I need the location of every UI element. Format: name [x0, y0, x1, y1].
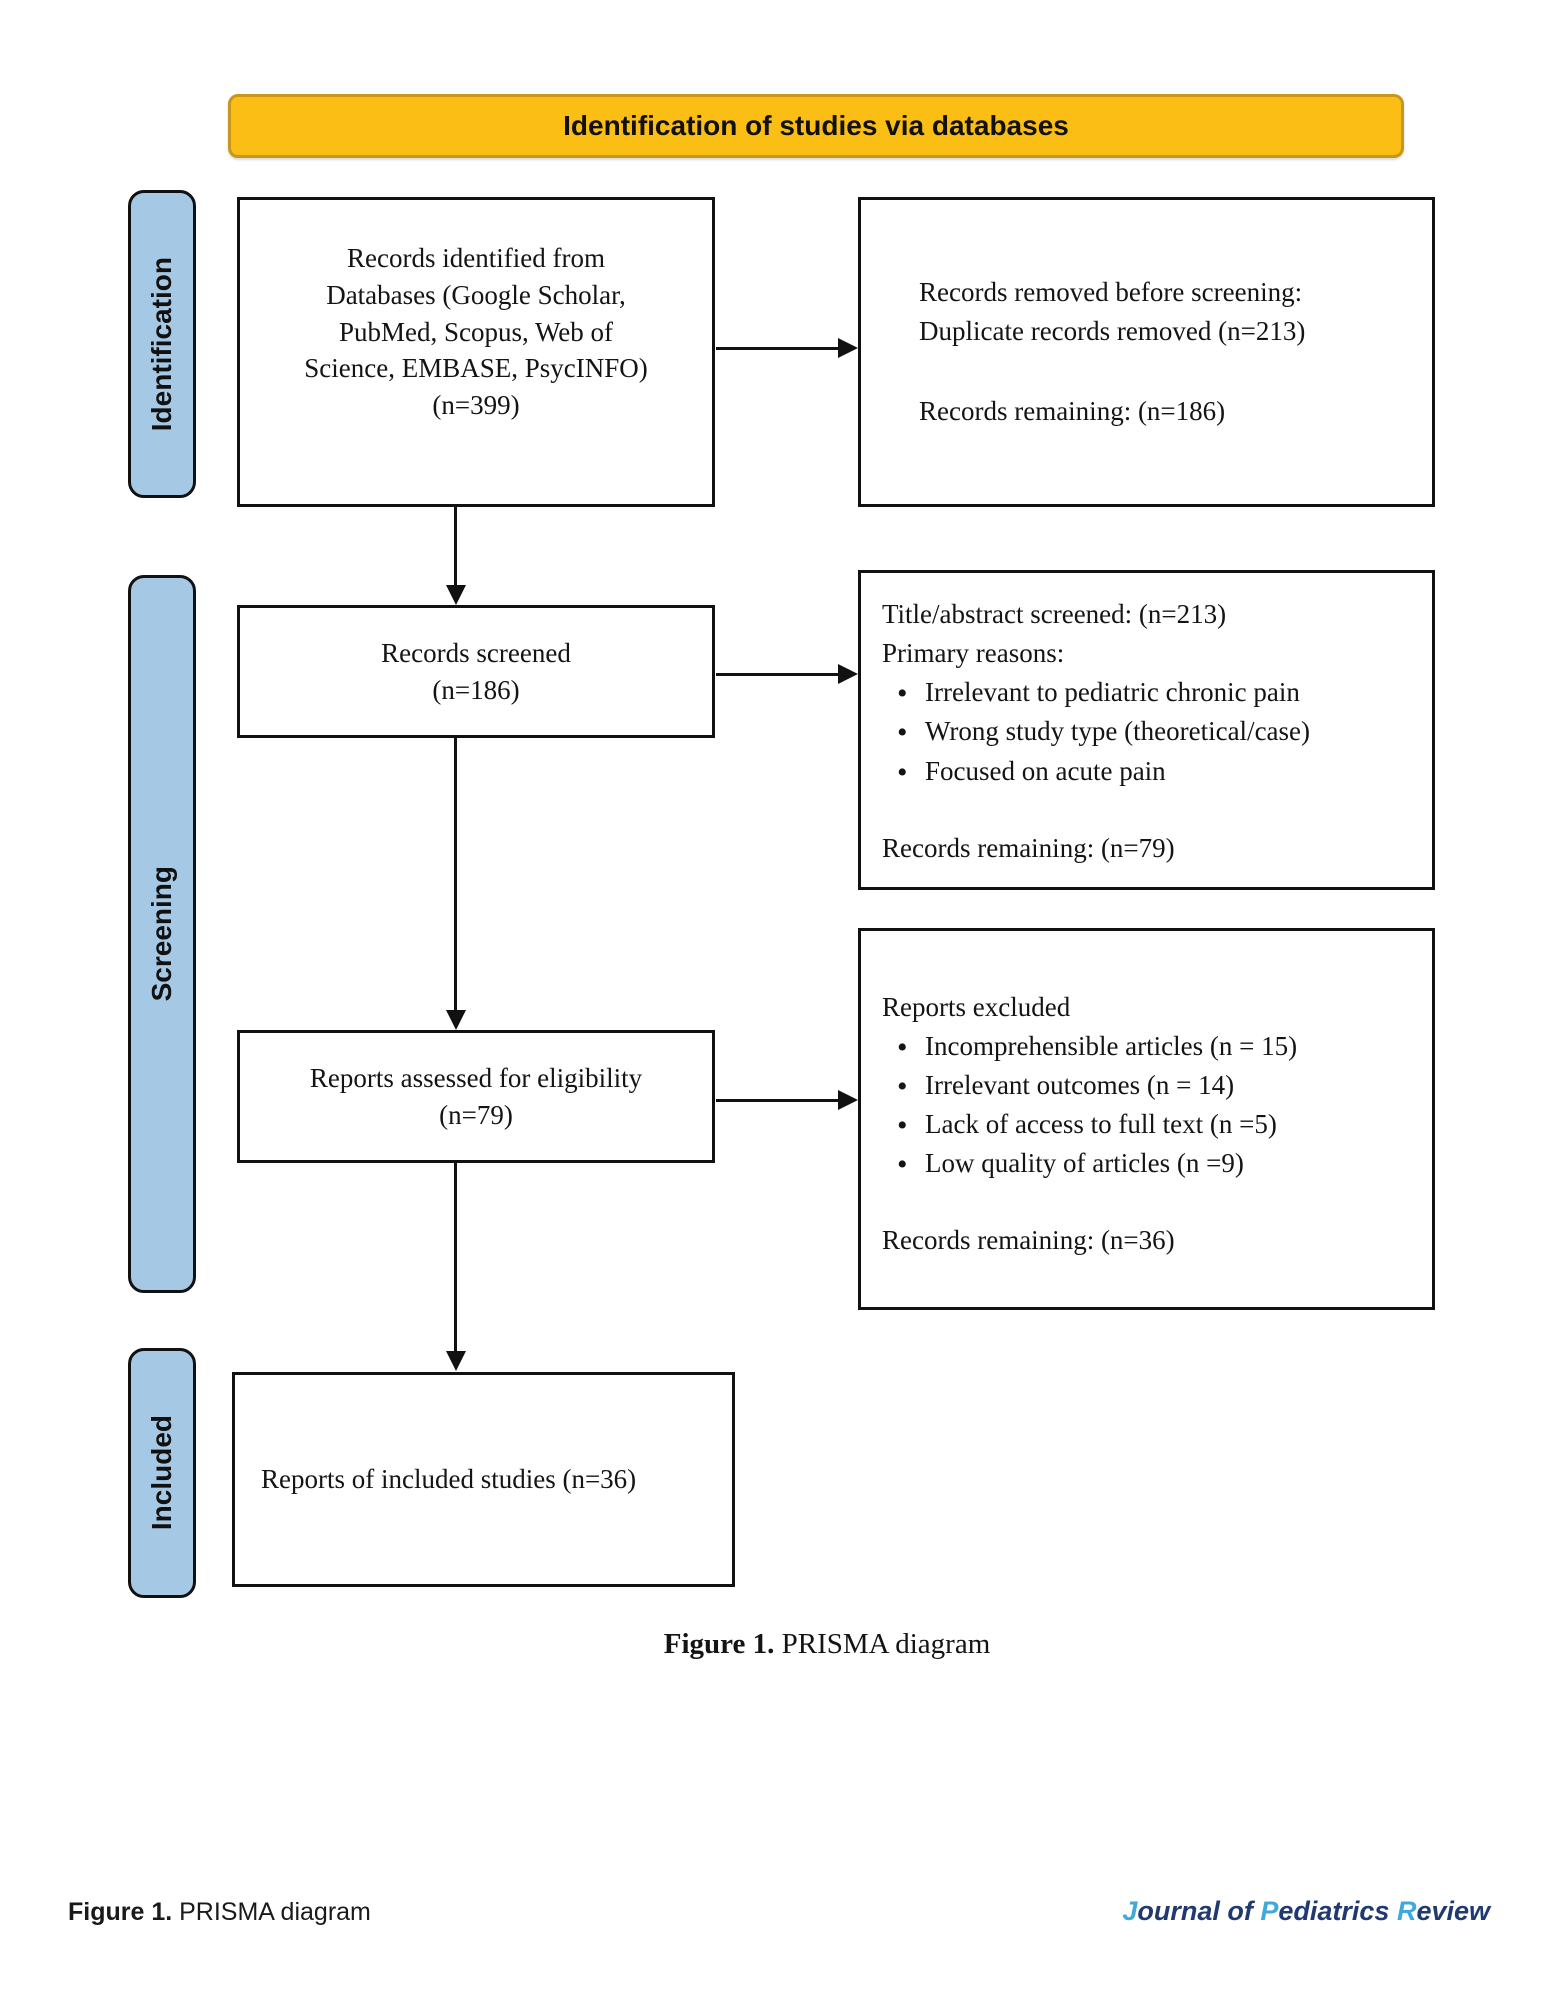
figure-caption-label: Figure 1.	[663, 1628, 775, 1660]
reports-assessed-label: Reports assessed for eligibility	[309, 1062, 643, 1093]
stage-label-identification: Identification	[146, 256, 177, 432]
banner-title: Identification of studies via databases	[563, 110, 1069, 141]
box-reports-excluded: Reports excluded Incomprehensible articl…	[858, 928, 1435, 1310]
records-remaining-after-eligibility: Records remaining: (n=36)	[882, 1225, 1175, 1256]
arrow-line	[716, 673, 840, 676]
journal-initial: P	[1260, 1896, 1279, 1926]
right-arrowhead-icon	[838, 664, 858, 684]
records-remaining-after-dedup: Records remaining: (n=186)	[919, 395, 1226, 426]
journal-initial: R	[1396, 1896, 1417, 1926]
figure-caption-text: PRISMA diagram	[774, 1628, 991, 1660]
exclusion-reason-item: Irrelevant outcomes (n = 14)	[882, 1065, 1422, 1109]
records-screened-count: (n=186)	[432, 674, 520, 705]
box-reports-assessed: Reports assessed for eligibility (n=79)	[237, 1030, 715, 1163]
footer-figure-text: PRISMA diagram	[172, 1898, 371, 1926]
down-arrowhead-icon	[446, 585, 466, 605]
box-records-identified: Records identified from Databases (Googl…	[237, 197, 715, 507]
screening-reason-item: Focused on acute pain	[882, 751, 1422, 795]
records-identified-line: PubMed, Scopus, Web of	[338, 316, 614, 347]
stage-label-screening: Screening	[146, 866, 177, 1002]
records-identified-count: (n=399)	[432, 390, 520, 421]
stage-bar-included: Included	[128, 1348, 196, 1598]
journal-name: Journal of Pediatrics Review	[1122, 1896, 1490, 1927]
journal-word: ediatrics	[1278, 1896, 1397, 1926]
records-removed-line: Records removed before screening:	[919, 277, 1303, 308]
arrow-line	[454, 738, 457, 1012]
reports-assessed-count: (n=79)	[439, 1099, 513, 1130]
exclusion-reason-list: Incomprehensible articles (n = 15) Irrel…	[882, 1026, 1422, 1187]
box-reports-included: Reports of included studies (n=36)	[232, 1372, 735, 1587]
arrow-line	[716, 347, 840, 350]
exclusion-reason-item: Lack of access to full text (n =5)	[882, 1104, 1422, 1148]
box-title-abstract-screened: Title/abstract screened: (n=213) Primary…	[858, 570, 1435, 890]
right-arrowhead-icon	[838, 338, 858, 358]
reports-excluded-heading: Reports excluded	[882, 991, 1071, 1022]
stage-bar-identification: Identification	[128, 190, 196, 498]
records-remaining-after-screening: Records remaining: (n=79)	[882, 832, 1175, 863]
box-records-removed: Records removed before screening: Duplic…	[858, 197, 1435, 507]
banner: Identification of studies via databases	[228, 94, 1404, 158]
arrow-line	[454, 507, 457, 587]
primary-reasons-label: Primary reasons:	[882, 638, 1065, 669]
arrow-line	[454, 1163, 457, 1353]
journal-word: eview	[1416, 1896, 1490, 1926]
exclusion-reason-item: Low quality of articles (n =9)	[882, 1143, 1422, 1187]
figure-caption: Figure 1. PRISMA diagram	[237, 1628, 1417, 1661]
records-identified-line: Science, EMBASE, PsycINFO)	[304, 353, 648, 384]
arrow-line	[716, 1099, 840, 1102]
footer-figure-label: Figure 1.	[68, 1898, 173, 1926]
down-arrowhead-icon	[446, 1010, 466, 1030]
right-arrowhead-icon	[838, 1090, 858, 1110]
journal-initial: J	[1122, 1896, 1138, 1926]
records-removed-line: Duplicate records removed (n=213)	[919, 316, 1306, 347]
stage-bar-screening: Screening	[128, 575, 196, 1293]
records-identified-line: Databases (Google Scholar,	[326, 279, 626, 310]
reports-included-label: Reports of included studies (n=36)	[261, 1464, 637, 1494]
title-abstract-line: Title/abstract screened: (n=213)	[882, 599, 1227, 629]
stage-label-included: Included	[146, 1415, 177, 1531]
records-screened-label: Records screened	[381, 637, 571, 668]
journal-word: ournal of	[1137, 1896, 1261, 1926]
exclusion-reason-item: Incomprehensible articles (n = 15)	[882, 1026, 1422, 1070]
footer-figure-caption: Figure 1. PRISMA diagram	[68, 1898, 371, 1927]
screening-reason-item: Irrelevant to pediatric chronic pain	[882, 672, 1422, 716]
down-arrowhead-icon	[446, 1351, 466, 1371]
screening-reason-item: Wrong study type (theoretical/case)	[882, 711, 1422, 755]
records-removed-text: Records removed before screening: Duplic…	[919, 273, 1422, 351]
box-records-screened: Records screened (n=186)	[237, 605, 715, 738]
screening-reason-list: Irrelevant to pediatric chronic pain Wro…	[882, 672, 1422, 795]
records-identified-line: Records identified from	[347, 242, 605, 273]
